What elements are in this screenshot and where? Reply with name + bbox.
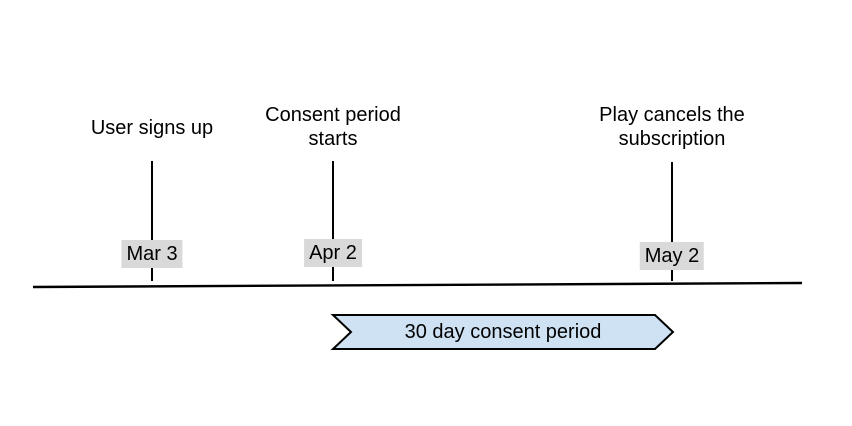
event-tick-line — [151, 161, 153, 281]
event-label: User signs up — [90, 117, 214, 139]
timeline-axis — [32, 281, 803, 289]
consent-period-banner-label: 30 day consent period — [404, 321, 602, 343]
event-tick-line — [671, 162, 673, 281]
event-tick-line — [332, 161, 334, 281]
event-label: Play cancels the subscription — [599, 104, 745, 150]
date-chip: Apr 2 — [304, 239, 362, 267]
date-chip: May 2 — [639, 242, 705, 270]
consent-period-banner-shape — [330, 314, 675, 350]
date-chip: Mar 3 — [121, 240, 183, 268]
event-label: Consent period starts — [265, 104, 401, 150]
